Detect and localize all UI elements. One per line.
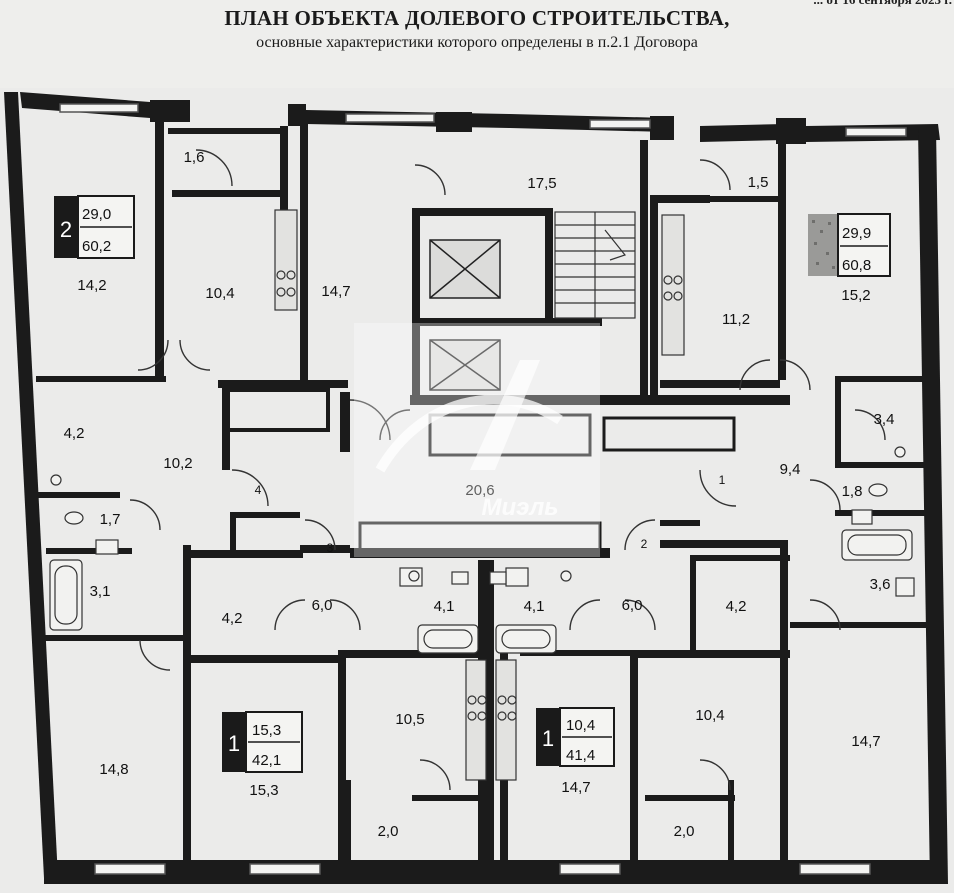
apartment-total-area: 42,1 bbox=[252, 752, 281, 769]
apartment-living-area: 29,9 bbox=[842, 225, 871, 242]
room-area: 4,2 bbox=[64, 425, 85, 442]
room-area: 4,1 bbox=[434, 598, 455, 615]
room-area: 10,4 bbox=[205, 285, 234, 302]
apartment-rooms: 2 bbox=[60, 217, 72, 242]
apartment-living-area: 15,3 bbox=[252, 722, 281, 739]
room-area: 2,0 bbox=[378, 823, 399, 840]
room-area: 3,1 bbox=[90, 583, 111, 600]
room-area: 6,0 bbox=[312, 597, 333, 614]
apartment-total-area: 41,4 bbox=[566, 747, 595, 764]
apartment-badge-3: 1 15,3 42,1 bbox=[222, 711, 303, 773]
room-area: 3,6 bbox=[870, 576, 891, 593]
room-area: 17,5 bbox=[527, 175, 556, 192]
room-area: 4,1 bbox=[524, 598, 545, 615]
room-area: 10,4 bbox=[695, 707, 724, 724]
door-number: 2 bbox=[641, 537, 648, 551]
room-area: 14,7 bbox=[851, 733, 880, 750]
staircase bbox=[554, 211, 636, 319]
room-area: 14,2 bbox=[77, 277, 106, 294]
apartment-badge-4: 1 10,4 41,4 bbox=[536, 707, 615, 767]
room-area: 15,2 bbox=[841, 287, 870, 304]
room-area: 14,8 bbox=[99, 761, 128, 778]
room-area: 2,0 bbox=[674, 823, 695, 840]
room-area: 3,4 bbox=[874, 411, 895, 428]
room-area: 1,6 bbox=[184, 149, 205, 166]
elevator-shafts bbox=[429, 239, 501, 391]
room-area: 14,7 bbox=[321, 283, 350, 300]
room-area: 20,6 bbox=[465, 482, 494, 499]
document-corner-text: ... от 16 сентября 2023 г. bbox=[813, 0, 952, 8]
plan-subtitle: основные характеристики которого определ… bbox=[256, 34, 698, 51]
apartment-badge-1: 2 29,0 60,2 bbox=[54, 195, 135, 259]
apartment-badge-2: 29,9 60,8 bbox=[808, 213, 891, 277]
room-area-labels: 1,6 14,2 10,4 14,7 17,5 1,5 11,2 15,2 4,… bbox=[64, 149, 895, 840]
room-area: 11,2 bbox=[722, 311, 750, 328]
room-area: 6,0 bbox=[622, 597, 643, 614]
room-area: 10,5 bbox=[395, 711, 424, 728]
room-area: 1,8 bbox=[842, 483, 863, 500]
door-swings bbox=[129, 149, 886, 791]
door-number: 4 bbox=[255, 483, 262, 497]
door-number: 1 bbox=[719, 473, 726, 487]
apartment-total-area: 60,2 bbox=[82, 238, 111, 255]
room-area: 4,2 bbox=[726, 598, 747, 615]
apartment-rooms: 1 bbox=[542, 726, 554, 751]
room-area: 15,3 bbox=[249, 782, 278, 799]
watermark-logo: Миэль bbox=[354, 323, 600, 557]
plan-title: ПЛАН ОБЪЕКТА ДОЛЕВОГО СТРОИТЕЛЬСТВА, bbox=[224, 6, 730, 30]
room-area: 1,5 bbox=[748, 174, 769, 191]
room-area: 14,7 bbox=[561, 779, 590, 796]
door-number: 3 bbox=[327, 541, 334, 555]
entrance-door-numbers: 4 3 2 1 bbox=[255, 473, 726, 555]
room-area: 4,2 bbox=[222, 610, 243, 627]
interior-walls bbox=[36, 118, 930, 870]
room-area: 1,7 bbox=[100, 511, 121, 528]
windows bbox=[59, 103, 907, 875]
room-area: 10,2 bbox=[163, 455, 192, 472]
bathroom-fixtures bbox=[49, 446, 915, 654]
room-area: 9,4 bbox=[780, 461, 801, 478]
kitchen-fixtures bbox=[274, 209, 685, 781]
apartment-total-area: 60,8 bbox=[842, 257, 871, 274]
apartment-living-area: 10,4 bbox=[566, 717, 595, 734]
watermark-brand: Миэль bbox=[481, 494, 558, 521]
apartment-rooms: 1 bbox=[228, 731, 240, 756]
apartment-living-area: 29,0 bbox=[82, 206, 111, 223]
